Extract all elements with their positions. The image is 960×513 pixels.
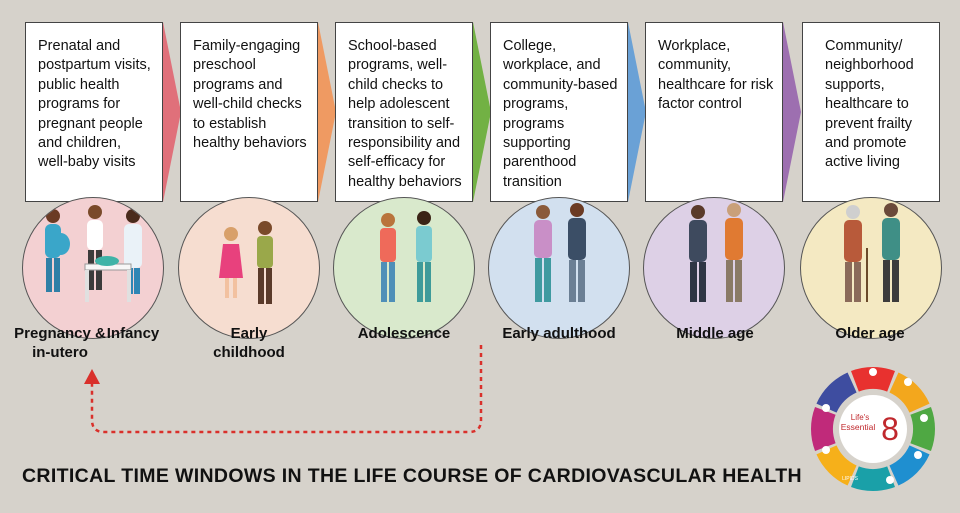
label-older-age: Older age <box>835 325 905 342</box>
bed-icon <box>869 368 877 376</box>
teen-girl-figure <box>380 213 396 302</box>
older-man-figure <box>882 203 900 302</box>
label-early-childhood: Early childhood <box>213 325 285 361</box>
logo-text-lipids: LIPIDS <box>842 476 859 482</box>
logo-center <box>839 395 907 463</box>
logo-segment <box>851 367 895 392</box>
logo-segment <box>816 372 857 413</box>
logo-segment <box>851 466 895 491</box>
older-age-illustration <box>800 197 942 339</box>
young-woman-figure <box>534 205 552 302</box>
stage-text-early-adulthood: College, workplace, and community-based … <box>503 38 618 190</box>
middle-aged-woman-figure <box>689 205 707 302</box>
label-middle-age: Middle age <box>676 325 754 342</box>
adolescence-illustration <box>333 197 475 339</box>
weight-icon <box>886 476 894 484</box>
chevron-arrow-4 <box>628 22 648 202</box>
early-childhood-illustration <box>178 197 320 339</box>
arrow-head-up-icon <box>84 369 100 384</box>
logo-number-8: 8 <box>881 411 899 447</box>
stage-text-adolescence: School-based programs, well-child checks… <box>348 38 462 190</box>
blood-pressure-icon <box>822 446 830 454</box>
chevron-3-shape <box>473 22 491 202</box>
stage-card-middle-age: Workplace, community, healthcare for ris… <box>645 22 783 202</box>
dotted-return-path <box>90 345 483 434</box>
chevron-arrow-1 <box>163 22 183 202</box>
exercise-icon <box>920 414 928 422</box>
boy-figure <box>257 221 273 304</box>
lifes-essential-8-logo: Life's Essential 8 LIPIDS <box>811 367 935 491</box>
baby-crib <box>84 256 132 302</box>
chevron-1-shape <box>163 22 181 202</box>
logo-text-lifes: Life's <box>851 413 869 422</box>
label-early-adulthood: Early adulthood <box>502 325 616 342</box>
chevron-arrow-5 <box>783 22 803 202</box>
stage-card-early-childhood: Family-engaging preschool programs and w… <box>180 22 318 202</box>
logo-segment <box>910 407 935 451</box>
stage-text-pregnancy-infancy: Prenatal and postpartum visits, public h… <box>38 38 151 171</box>
logo-ring <box>811 367 935 491</box>
young-man-figure <box>568 203 586 302</box>
stage-card-older-age: Community/ neighborhood supports, health… <box>802 22 940 202</box>
pregnant-woman-figure <box>45 209 70 292</box>
apple-icon <box>904 378 912 386</box>
label-pregnancy: Pregnancy & in-utero <box>14 325 106 361</box>
chevron-2-shape <box>318 22 336 202</box>
older-woman-figure <box>844 205 868 302</box>
stage-text-middle-age: Workplace, community, healthcare for ris… <box>658 38 774 113</box>
no-smoking-icon <box>822 404 830 412</box>
middle-age-illustration <box>643 197 785 339</box>
chevron-arrow-2 <box>318 22 338 202</box>
stage-card-adolescence: School-based programs, well-child checks… <box>335 22 473 202</box>
logo-segment <box>811 407 836 451</box>
chevron-arrow-3 <box>473 22 493 202</box>
girl-figure <box>219 227 243 298</box>
chevron-4-shape <box>628 22 646 202</box>
chevron-5-shape <box>783 22 801 202</box>
label-infancy: Infancy <box>106 325 160 342</box>
stage-text-older-age: Community/ neighborhood supports, health… <box>825 38 914 171</box>
diagram-title: CRITICAL TIME WINDOWS IN THE LIFE COURSE… <box>22 465 802 487</box>
logo-segment <box>889 372 930 413</box>
pregnancy-infancy-illustration <box>22 197 164 339</box>
early-adulthood-illustration <box>488 197 630 339</box>
blood-sugar-icon <box>914 451 922 459</box>
logo-segment <box>816 445 857 486</box>
teen-boy-figure <box>416 211 432 302</box>
stage-card-pregnancy-infancy: Prenatal and postpartum visits, public h… <box>25 22 163 202</box>
label-adolescence: Adolescence <box>357 325 451 342</box>
logo-text-essential: Essential <box>841 422 876 432</box>
stage-text-early-childhood: Family-engaging preschool programs and w… <box>193 38 307 152</box>
stage-card-early-adulthood: College, workplace, and community-based … <box>490 22 628 202</box>
middle-aged-man-figure <box>725 203 743 302</box>
